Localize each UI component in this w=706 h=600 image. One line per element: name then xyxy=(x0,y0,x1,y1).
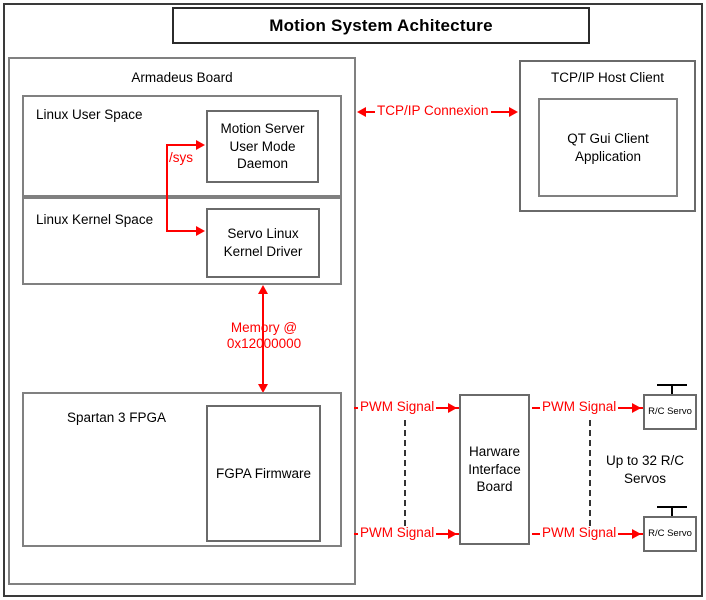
rc-servo-top-box: R/C Servo xyxy=(643,394,697,430)
tcpip-host-client-title: TCP/IP Host Client xyxy=(550,70,665,85)
sys-path-label: /sys xyxy=(169,150,194,165)
linux-kernel-space-label: Linux Kernel Space xyxy=(36,212,154,227)
pwm-bottom-left-arrow-icon xyxy=(448,529,457,539)
pwm-top-left-label: PWM Signal xyxy=(358,399,437,416)
fpga-firmware-label: FGPA Firmware xyxy=(215,465,311,481)
servo-kernel-driver-label: Servo Linux Kernel Driver xyxy=(223,226,303,259)
sys-arrow-to-motion-server-icon xyxy=(196,140,205,150)
sys-connector-branch-user xyxy=(166,144,198,146)
rc-servo-bottom-box: R/C Servo xyxy=(643,516,697,552)
memory-bus-line xyxy=(262,292,264,386)
tcpip-connection-label: TCP/IP Connexion xyxy=(375,103,491,120)
pwm-top-right-label: PWM Signal xyxy=(540,399,619,416)
linux-user-space-label: Linux User Space xyxy=(36,107,143,122)
sys-connector-trunk xyxy=(166,144,168,232)
qt-gui-client-box: QT Gui Client Application xyxy=(538,98,678,197)
servo-count-note: Up to 32 R/C Servos xyxy=(605,453,685,486)
rc-servo-bottom-line1: R/C Servo xyxy=(648,527,692,539)
memory-arrow-up-icon xyxy=(258,285,268,294)
sys-connector-branch-kernel xyxy=(166,230,198,232)
rc-servo-bottom: R/C Servo xyxy=(643,506,697,552)
memory-arrow-down-icon xyxy=(258,384,268,393)
pwm-bottom-right-arrow-icon xyxy=(632,529,641,539)
rc-servo-bottom-label: R/C Servo xyxy=(645,518,695,550)
page-title: Motion System Achitecture xyxy=(269,15,493,35)
memory-address-label: Memory @ 0x12000000 xyxy=(226,320,302,352)
spartan3-fpga-label: Spartan 3 FPGA xyxy=(67,410,167,425)
pwm-top-right-arrow-icon xyxy=(632,403,641,413)
servo-kernel-driver-box: Servo Linux Kernel Driver xyxy=(206,208,320,278)
armadeus-board-title: Armadeus Board xyxy=(131,70,233,85)
rc-servo-top-line1: R/C Servo xyxy=(648,405,692,417)
pwm-right-continuation-dashes xyxy=(589,420,591,526)
pwm-bottom-left-label: PWM Signal xyxy=(358,525,437,542)
pwm-left-continuation-dashes xyxy=(404,420,406,526)
fpga-firmware-box: FGPA Firmware xyxy=(206,405,321,542)
servo-horn-stem-top-icon xyxy=(671,384,673,394)
hardware-interface-board-box: Harware Interface Board xyxy=(459,394,530,545)
servo-horn-stem-bottom-icon xyxy=(671,506,673,516)
tcpip-arrow-right-icon xyxy=(509,107,518,117)
motion-server-daemon-box: Motion Server User Mode Daemon xyxy=(206,110,319,183)
pwm-top-left-arrow-icon xyxy=(448,403,457,413)
sys-arrow-to-kernel-driver-icon xyxy=(196,226,205,236)
motion-server-daemon-label: Motion Server User Mode Daemon xyxy=(220,121,305,172)
qt-gui-client-label: QT Gui Client Application xyxy=(567,130,649,164)
hardware-interface-board-label: Harware Interface Board xyxy=(468,444,521,495)
pwm-bottom-right-label: PWM Signal xyxy=(540,525,619,542)
diagram-title-box: Motion System Achitecture xyxy=(172,7,590,44)
rc-servo-top-label: R/C Servo xyxy=(645,396,695,428)
tcpip-arrow-left-icon xyxy=(357,107,366,117)
rc-servo-top: R/C Servo xyxy=(643,384,697,430)
